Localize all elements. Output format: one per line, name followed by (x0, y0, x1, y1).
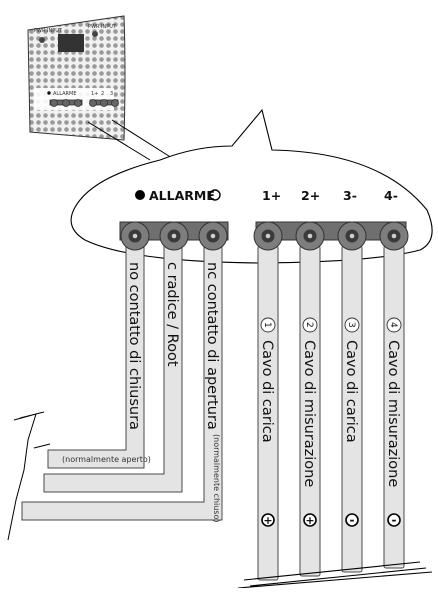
device-label-left: PWR INPUT (34, 28, 63, 34)
number-badge-4-text: 4 (388, 322, 398, 328)
terminal-label-1: 1+ (262, 188, 281, 203)
device-ch2-label: 2 (101, 91, 104, 97)
number-badge-3-text: 3 (346, 322, 356, 328)
polarity-plus-icon-2: + (303, 513, 317, 527)
number-badge-4 (386, 317, 402, 333)
device-screw-left (39, 37, 45, 43)
alarm-cable-no-label: no contatto di chiusura (126, 262, 142, 430)
number-badge-3 (344, 317, 360, 333)
device-display (58, 34, 84, 52)
number-badge-2-text: 2 (304, 322, 314, 328)
cut-mark-left (7, 411, 51, 541)
measure-cable-4-label: Cavo di misurazione (385, 340, 401, 487)
polarity-plus-icon-1: + (261, 513, 275, 527)
measure-cable-1-text: 1 Cavo di carica (259, 317, 276, 443)
polarity-1-text: + (263, 514, 272, 527)
cut-mark-bottom (237, 561, 433, 589)
measure-cable-4-text: 4 Cavo di misurazione (385, 317, 402, 487)
alarm-hollow-dot-icon (209, 189, 221, 201)
device-screw-right (92, 31, 98, 37)
device-ch3-label: 3 (110, 91, 113, 97)
measure-cable-2-label: Cavo di misurazione (301, 340, 317, 487)
alarm-cable-nc-label: nc contatto di apertura (204, 262, 220, 430)
device-thumbnail: PWR INPUT PWR INPUT ALLARME 1+ 2 3 (27, 15, 126, 141)
alarm-cable-c-label: c radice / Root (164, 262, 180, 367)
zoom-callout-line (87, 119, 173, 161)
measure-cable-3-text: 3 Cavo di carica (343, 317, 360, 443)
device-terminal-strip (49, 99, 119, 107)
device-ch1-label: 1+ (91, 91, 98, 97)
alarm-terminal-block (119, 221, 229, 251)
polarity-minus-icon-4: - (387, 513, 401, 527)
number-badge-2 (302, 317, 318, 333)
alarm-cable-no-note: (normalmente aperto) (62, 455, 151, 464)
terminal-label-3: 3- (343, 188, 357, 203)
measure-terminal-block (253, 221, 409, 251)
device-alarm-dot (47, 91, 51, 95)
polarity-2-text: + (305, 514, 314, 527)
polarity-3-text: - (350, 513, 355, 527)
polarity-4-text: - (392, 513, 397, 527)
terminal-label-2: 2+ (301, 188, 320, 203)
measure-cable-3-label: Cavo di carica (343, 340, 359, 443)
alarm-label: ALLARME (149, 188, 215, 203)
number-badge-1 (260, 317, 276, 333)
device-label-right: PWR INPUT (88, 24, 117, 30)
measure-cable-2-text: 2 Cavo di misurazione (301, 317, 318, 487)
measure-cable-1-label: Cavo di carica (259, 340, 275, 443)
alarm-cable-nc-note: (normalmente chiuso) (212, 434, 221, 522)
device-alarm-label: ALLARME (53, 91, 76, 97)
number-badge-1-text: 1 (262, 322, 272, 328)
polarity-minus-icon-3: - (345, 513, 359, 527)
alarm-filled-dot-icon (135, 190, 145, 200)
terminal-label-4: 4- (384, 188, 398, 203)
